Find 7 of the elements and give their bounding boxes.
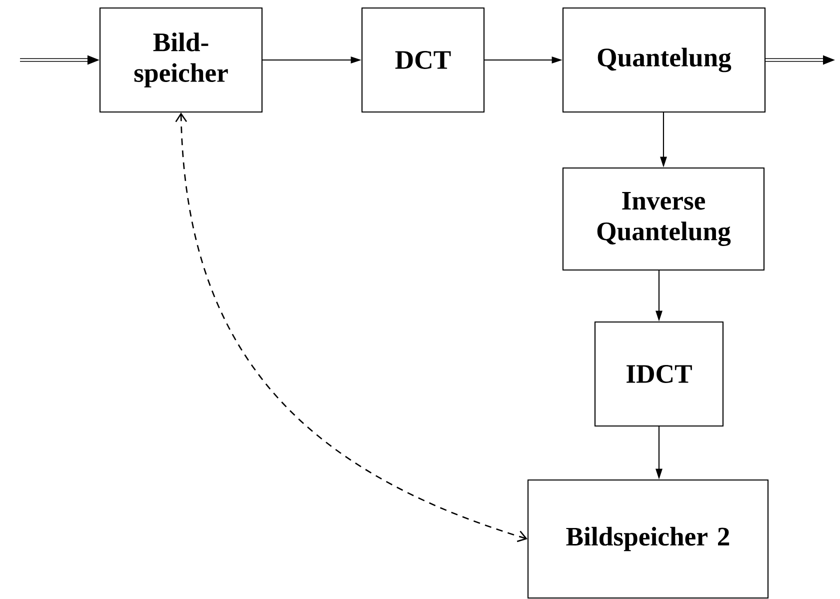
process-box: Bild- speicher (99, 7, 263, 113)
process-box: Inverse Quantelung (562, 167, 765, 271)
dashed-arrow (175, 112, 528, 542)
process-box: Bildspeicher 2 (527, 479, 769, 599)
process-box: Quantelung (562, 7, 766, 113)
process-box: IDCT (594, 321, 724, 427)
process-box: DCT (361, 7, 485, 113)
